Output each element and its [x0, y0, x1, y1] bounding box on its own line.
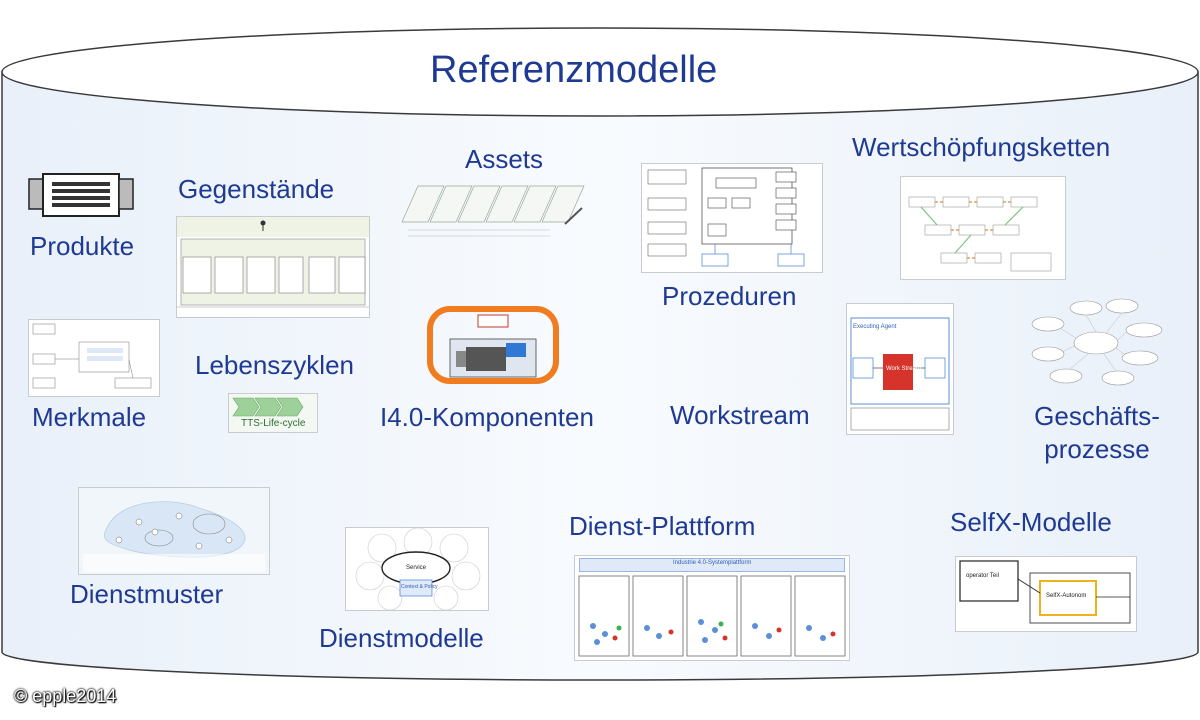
- dienst-plattform-diagram: Industrie 4.0-Systemplattform: [574, 555, 850, 661]
- geschaeftsprozesse-diagram: [1031, 298, 1163, 386]
- platform-header-text: Industrie 4.0-Systemplattform: [673, 560, 752, 566]
- platform-header: [579, 558, 845, 572]
- assets-diagram: [401, 185, 585, 237]
- label-produkte: Produkte: [30, 231, 135, 261]
- dienstmuster-diagram: [78, 487, 270, 575]
- label-lebenszyklen: Lebenszyklen: [195, 350, 354, 380]
- label-prozeduren: Prozeduren: [662, 281, 797, 311]
- wertschoepfungsketten-diagram: [900, 176, 1066, 280]
- label-geschaefts-line1: Geschäfts-: [1034, 401, 1160, 431]
- label-workstream: Workstream: [670, 400, 810, 430]
- label-komponenten: I4.0-Komponenten: [380, 402, 594, 432]
- label-dienstmodelle: Dienstmodelle: [319, 623, 484, 653]
- selfx-autonom-text: SelfX-Autonom: [1046, 593, 1087, 599]
- motor-icon: [28, 173, 134, 217]
- gegenstaende-diagram: [176, 216, 370, 318]
- label-wertschoepfungsketten: Wertschöpfungsketten: [852, 132, 1111, 162]
- lebenszyklen-diagram: TTS-Life-cycle: [228, 393, 318, 433]
- lifecycle-tag: TTS-Life-cycle: [241, 418, 306, 429]
- context-policy-text: Context & Policy: [401, 584, 438, 590]
- executing-agent-text: Executing Agent: [853, 324, 897, 330]
- komponenten-diagram: [427, 306, 559, 384]
- page-title: Referenzmodelle: [430, 49, 718, 91]
- merkmale-diagram: [28, 319, 160, 397]
- label-geschaefts-line2: prozesse: [1044, 434, 1150, 464]
- label-dienst-plattform: Dienst-Plattform: [569, 511, 756, 541]
- work-stream-text: Work Stream: [886, 366, 921, 372]
- label-selfx-modelle: SelfX-Modelle: [950, 507, 1112, 537]
- label-assets: Assets: [465, 144, 544, 174]
- workstream-diagram: Executing Agent Work Stream: [846, 303, 954, 435]
- selfx-diagram: operator Teil SelfX-Autonom: [955, 556, 1137, 632]
- copyright-text: © epple2014: [14, 686, 117, 706]
- service-text: Service: [406, 565, 427, 571]
- label-gegenstaende: Gegenstände: [178, 174, 335, 204]
- label-merkmale: Merkmale: [32, 402, 147, 432]
- dienstmodelle-diagram: Service Context & Policy: [345, 527, 489, 611]
- prozeduren-diagram: [641, 163, 823, 273]
- operator-text: operator Teil: [966, 573, 999, 579]
- label-dienstmuster: Dienstmuster: [70, 579, 224, 609]
